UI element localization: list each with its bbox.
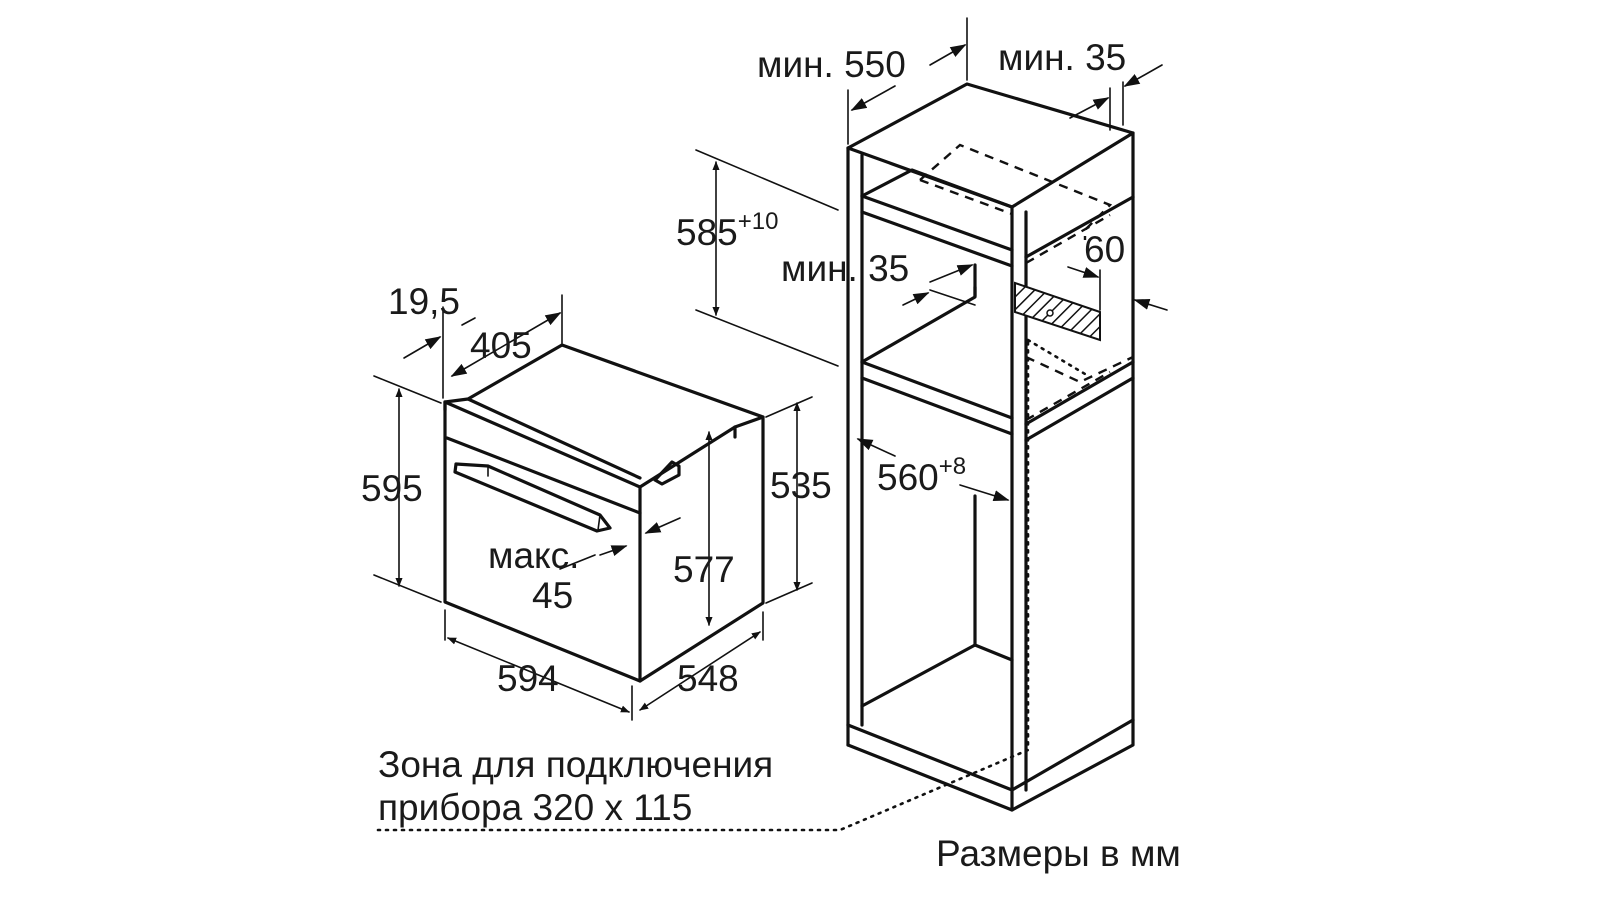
- oven-side-bracket: [653, 460, 681, 486]
- cabinet-labels: мин. 550 мин. 35 585+10 мин. 35 60 560+8: [676, 37, 1126, 498]
- dim-line-405: [450, 312, 562, 377]
- cabinet-vent-hatched: [1014, 281, 1101, 342]
- label-max: макс.: [488, 535, 579, 576]
- label-60: 60: [1084, 229, 1125, 270]
- label-594: 594: [497, 658, 559, 699]
- dim-line-min-35-shelf: [929, 264, 974, 283]
- label-577: 577: [673, 549, 735, 590]
- oven-door-handle: [453, 462, 612, 533]
- dim-line-548: [639, 631, 761, 711]
- label-min-550: мин. 550: [757, 44, 906, 85]
- label-548: 548: [677, 658, 739, 699]
- label-560: 560+8: [877, 453, 966, 498]
- label-min-35-top: мин. 35: [998, 37, 1126, 78]
- cabinet-top-recess-dashed: [919, 143, 1113, 240]
- dim-line-min-550: [850, 85, 896, 111]
- label-585: 585+10: [676, 208, 778, 253]
- cabinet-drawing: [846, 82, 1135, 812]
- cabinet-bottom: [846, 718, 1135, 792]
- dim-line-19-5: [403, 336, 442, 359]
- connection-zone-line-2: прибора 320 x 115: [378, 787, 692, 828]
- label-min-35-shelf: мин. 35: [781, 248, 909, 289]
- dim-line-60: [1067, 266, 1100, 278]
- oven-body-right-side: [638, 415, 765, 683]
- dim-line-560: [856, 438, 896, 457]
- oven-labels: 19,5 405 595 535 577 594 548 макс. 45: [361, 281, 832, 699]
- notes: Зона для подключения прибора 320 x 115 Р…: [378, 744, 1181, 874]
- oven-dimensions: [373, 294, 813, 721]
- oven-control-panel-line: [445, 436, 642, 515]
- cabinet-top-edges: [846, 82, 1135, 209]
- oven-body-top-back-edge: [560, 343, 765, 419]
- label-595: 595: [361, 468, 423, 509]
- dim-line-min-35-top: [1069, 97, 1110, 119]
- label-535: 535: [770, 465, 832, 506]
- label-405: 405: [470, 325, 532, 366]
- dim-line-594: [447, 637, 630, 713]
- label-19-5: 19,5: [388, 281, 460, 322]
- oven-drawing: [443, 343, 765, 683]
- connection-zone-dotted: [376, 338, 1087, 832]
- dim-line-max-45: [644, 517, 681, 534]
- units-note: Размеры в мм: [936, 833, 1181, 874]
- cabinet-dimensions: [695, 17, 1168, 502]
- connection-zone-line-1: Зона для подключения: [378, 744, 773, 785]
- label-45: 45: [532, 575, 573, 616]
